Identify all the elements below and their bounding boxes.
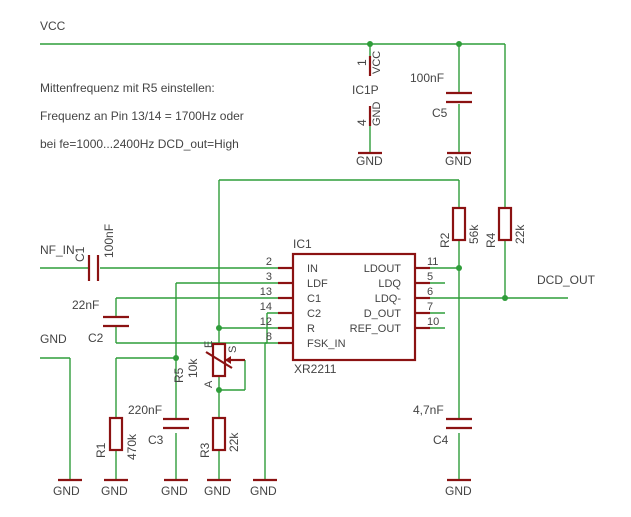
c3-value: 220nF: [128, 403, 162, 417]
vcc-label: VCC: [40, 19, 66, 33]
ic1-name: IC1: [293, 237, 312, 251]
r5-pin-a: A: [203, 380, 215, 388]
r2-name: R2: [438, 232, 452, 248]
r5-pin-s: S: [227, 346, 239, 353]
gnd-label: GND: [356, 154, 383, 168]
r2-value: 56k: [467, 224, 481, 244]
ic1p-gnd-label: GND: [371, 102, 383, 127]
ic1-pin-num: 3: [266, 271, 272, 283]
junctions: [173, 41, 508, 393]
capacitor-c2: [103, 315, 129, 328]
r5-name: R5: [172, 367, 186, 383]
ic1-pin-num: 6: [427, 286, 433, 298]
gnd-label: GND: [250, 484, 277, 498]
ic1p-name: IC1P: [352, 83, 379, 97]
c2-value: 22nF: [72, 298, 99, 312]
gnd-label: GND: [445, 484, 472, 498]
resistor-r1: [108, 416, 124, 452]
r4-name: R4: [484, 232, 498, 248]
note-line-3: bei fe=1000...2400Hz DCD_out=High: [40, 137, 239, 151]
r1-name: R1: [94, 442, 108, 458]
gnd-label: GND: [445, 154, 472, 168]
c5-name: C5: [432, 106, 448, 120]
capacitor-c5: [446, 91, 472, 104]
r5-value: 10k: [186, 358, 200, 378]
capacitor-c3: [163, 417, 189, 430]
ic1-pin-num: 10: [427, 316, 439, 328]
ic1-pin-name: C1: [307, 293, 321, 305]
ic1-pin-name: C2: [307, 308, 321, 320]
gnd-label: GND: [161, 484, 188, 498]
r4-value: 22k: [513, 224, 527, 244]
c1-value: 100nF: [102, 224, 116, 258]
c3-name: C3: [148, 433, 164, 447]
nf-in-label: NF_IN: [40, 243, 75, 257]
c2-name: C2: [88, 331, 104, 345]
gnd-input-label: GND: [40, 332, 67, 346]
ic1-pin-num: 13: [260, 286, 272, 298]
note-line-2: Frequenz an Pin 13/14 = 1700Hz oder: [40, 109, 244, 123]
ic1-pin-name: FSK_IN: [307, 338, 346, 350]
ic1-pin-name: REF_OUT: [350, 323, 402, 335]
dcd-out-label: DCD_OUT: [537, 273, 596, 287]
ic1-pin-name: D_OUT: [364, 308, 402, 320]
ic1-pin-num: 2: [266, 256, 272, 268]
ic1-pin-name: LDQ: [378, 278, 401, 290]
ic1-pin-name: LDOUT: [364, 263, 402, 275]
gnd-label: GND: [101, 484, 128, 498]
ic1-pin-num: 5: [427, 271, 433, 283]
c4-name: C4: [433, 433, 449, 447]
ic1-pin-num: 12: [260, 316, 272, 328]
ic1-pin-num: 14: [260, 301, 272, 313]
note-line-1: Mittenfrequenz mit R5 einstellen:: [40, 81, 215, 95]
ic1-pin-num: 11: [427, 256, 438, 268]
r3-value: 22k: [227, 432, 241, 452]
resistor-r3: [211, 416, 227, 452]
resistor-r2: [451, 206, 467, 242]
resistor-r4: [497, 206, 513, 242]
ic1-pin-num: 7: [427, 301, 433, 313]
capacitor-c1: [87, 255, 100, 281]
ic1p-vcc-label: VCC: [371, 51, 383, 74]
r1-value: 470k: [125, 433, 139, 460]
gnd-label: GND: [204, 484, 231, 498]
gnd-label: GND: [53, 484, 80, 498]
potentiometer-r5: [205, 342, 245, 378]
c5-value: 100nF: [410, 71, 444, 85]
r5-pin-e: E: [203, 341, 215, 348]
c1-name: C1: [73, 246, 87, 262]
ic1-body: [278, 252, 430, 362]
ic1-pin-name: IN: [307, 263, 318, 275]
ic1-pin-name: LDQ-: [375, 293, 402, 305]
ic1-pin-num: 8: [266, 331, 272, 343]
ground-symbols: [58, 151, 471, 482]
ic1-part: XR2211: [294, 362, 337, 376]
ic1p-vcc-pin-num: 1: [355, 59, 369, 66]
c4-value: 4,7nF: [413, 403, 444, 417]
r3-name: R3: [198, 442, 212, 458]
capacitor-c4: [446, 417, 472, 430]
ic1-pin-name: LDF: [307, 278, 328, 290]
ic1-pin-name: R: [307, 323, 315, 335]
ic1p-gnd-pin-num: 4: [355, 119, 369, 126]
